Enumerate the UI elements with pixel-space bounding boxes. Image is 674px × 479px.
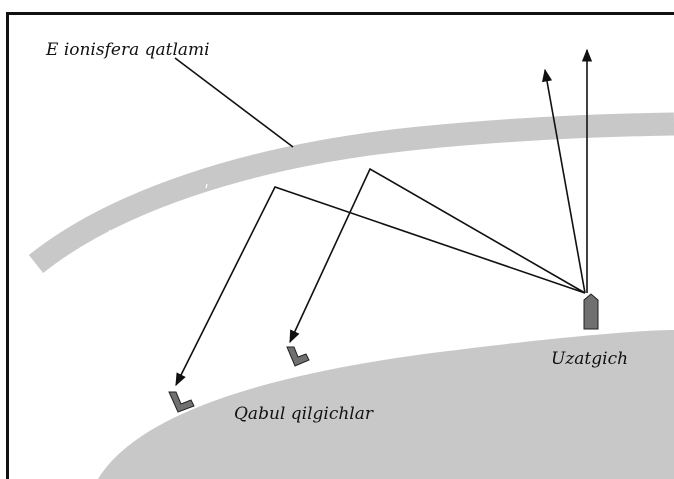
transmitter-antenna [583, 293, 599, 330]
ray-to-near-receiver [289, 167, 586, 344]
ionosphere-layer [28, 112, 674, 273]
transmitter-label: Uzatgich [551, 349, 628, 369]
receiver-near [286, 346, 310, 367]
ray-escaping-steep [541, 68, 586, 294]
layer-ticks [61, 150, 439, 263]
layer-label: E ionisfera qatlami [45, 40, 210, 60]
receivers-label: Qabul qilgichlar [234, 404, 374, 424]
figure-frame [6, 12, 674, 479]
earth-surface [98, 330, 674, 479]
receiver-far [168, 391, 195, 413]
ray-to-far-receiver [175, 186, 586, 387]
radio-rays [175, 48, 593, 387]
layer-label-leader [174, 57, 294, 148]
